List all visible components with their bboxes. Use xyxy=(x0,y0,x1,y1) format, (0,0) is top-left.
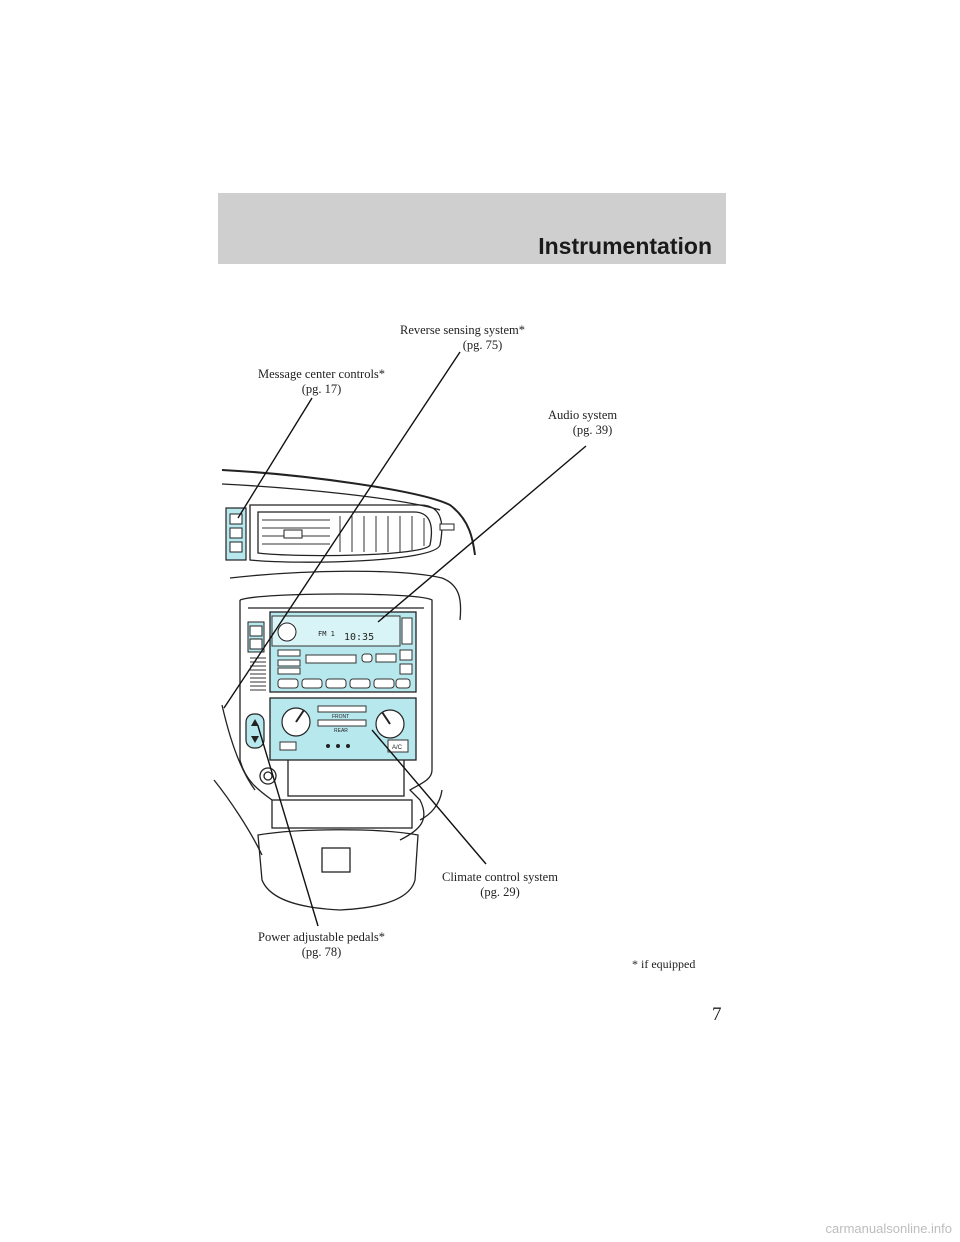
climate-ac-button-label: A/C xyxy=(392,745,403,751)
leader-pedals xyxy=(257,725,319,927)
leader-reverse-sensing xyxy=(223,351,461,709)
footnote: * if equipped xyxy=(632,957,696,971)
climate-rear-label: REAR xyxy=(334,728,348,734)
audio-system-unit: FM 1 10:35 xyxy=(269,611,417,693)
climate-control-unit: FRONT REAR A/C xyxy=(269,697,417,761)
callout-message-center: Message center controls* (pg. 17) xyxy=(258,367,385,397)
page-number: 7 xyxy=(712,1004,722,1025)
callout-pedals-label: Power adjustable pedals* xyxy=(258,930,386,944)
callout-message-center-page: (pg. 17) xyxy=(301,382,342,396)
leader-climate xyxy=(371,729,487,865)
callout-pedals-page: (pg. 78) xyxy=(301,945,342,959)
callout-reverse-sensing: Reverse sensing system* (pg. 75) xyxy=(400,323,525,353)
callout-reverse-sensing-label: Reverse sensing system* xyxy=(400,323,525,337)
radio-band-readout: FM 1 xyxy=(318,630,335,638)
climate-front-label: FRONT xyxy=(332,714,349,720)
leader-audio xyxy=(377,445,587,623)
watermark: carmanualsonline.info xyxy=(825,1221,952,1236)
callout-message-center-label: Message center controls* xyxy=(258,367,386,381)
radio-time-readout: 10:35 xyxy=(344,632,374,643)
leader-message-center xyxy=(237,397,313,519)
callout-climate-label: Climate control system xyxy=(442,870,558,884)
callout-climate-page: (pg. 29) xyxy=(480,885,520,899)
section-title: Instrumentation xyxy=(538,233,712,259)
section-header: Instrumentation xyxy=(218,193,726,264)
callout-audio: Audio system (pg. 39) xyxy=(548,408,617,438)
callout-audio-page: (pg. 39) xyxy=(572,423,613,437)
callout-reverse-sensing-page: (pg. 75) xyxy=(462,338,503,352)
callout-climate: Climate control system (pg. 29) xyxy=(442,870,558,900)
callout-pedals: Power adjustable pedals* (pg. 78) xyxy=(258,930,385,960)
pedal-adjust-switch xyxy=(245,713,265,749)
callout-audio-label: Audio system xyxy=(548,408,618,422)
